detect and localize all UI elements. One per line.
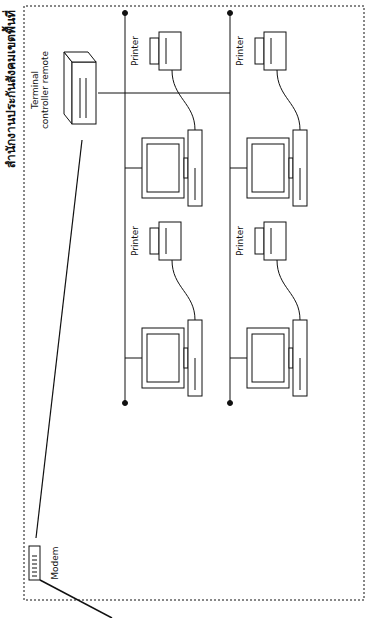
bus-end-dot xyxy=(228,401,233,406)
node-label: Printer xyxy=(130,225,140,257)
terminal-controller-icon xyxy=(64,52,96,124)
bus-line xyxy=(125,13,126,403)
node-label: Printer xyxy=(235,225,245,257)
modem-node: Modem xyxy=(26,538,60,588)
printer-icon xyxy=(255,32,286,70)
computer-icon xyxy=(247,130,307,206)
printer-icon xyxy=(255,222,286,260)
printer-cable xyxy=(277,70,300,130)
controller-node: Terminal controller remote xyxy=(30,40,100,140)
bus-end-dot xyxy=(123,11,128,16)
phone-line xyxy=(40,580,112,618)
printer-cable xyxy=(172,70,195,130)
computer-icon xyxy=(247,320,307,396)
node-label: Terminal controller remote xyxy=(30,49,51,131)
printer-cable xyxy=(172,260,195,320)
printer-node: Printer xyxy=(130,23,184,79)
bus-line xyxy=(230,13,231,403)
connector-line xyxy=(36,140,82,538)
node-label: Printer xyxy=(130,35,140,67)
printer-icon xyxy=(150,222,181,260)
bus-end-dot xyxy=(123,401,128,406)
node-label: Modem xyxy=(50,545,60,580)
computer-icon xyxy=(142,320,202,396)
printer-node: Printer xyxy=(235,23,289,79)
printer-cable xyxy=(277,260,300,320)
office-boundary xyxy=(24,6,364,600)
printer-node: Printer xyxy=(130,213,184,269)
node-label: Printer xyxy=(235,35,245,67)
bus-end-dot xyxy=(228,11,233,16)
diagram-title: สำนักงานประกันสังคมเขตพื้นที่ xyxy=(4,10,18,168)
computer-icon xyxy=(142,130,202,206)
printer-node: Printer xyxy=(235,213,289,269)
trunk-line xyxy=(98,93,230,94)
modem-icon xyxy=(29,546,40,580)
printer-icon xyxy=(150,32,181,70)
